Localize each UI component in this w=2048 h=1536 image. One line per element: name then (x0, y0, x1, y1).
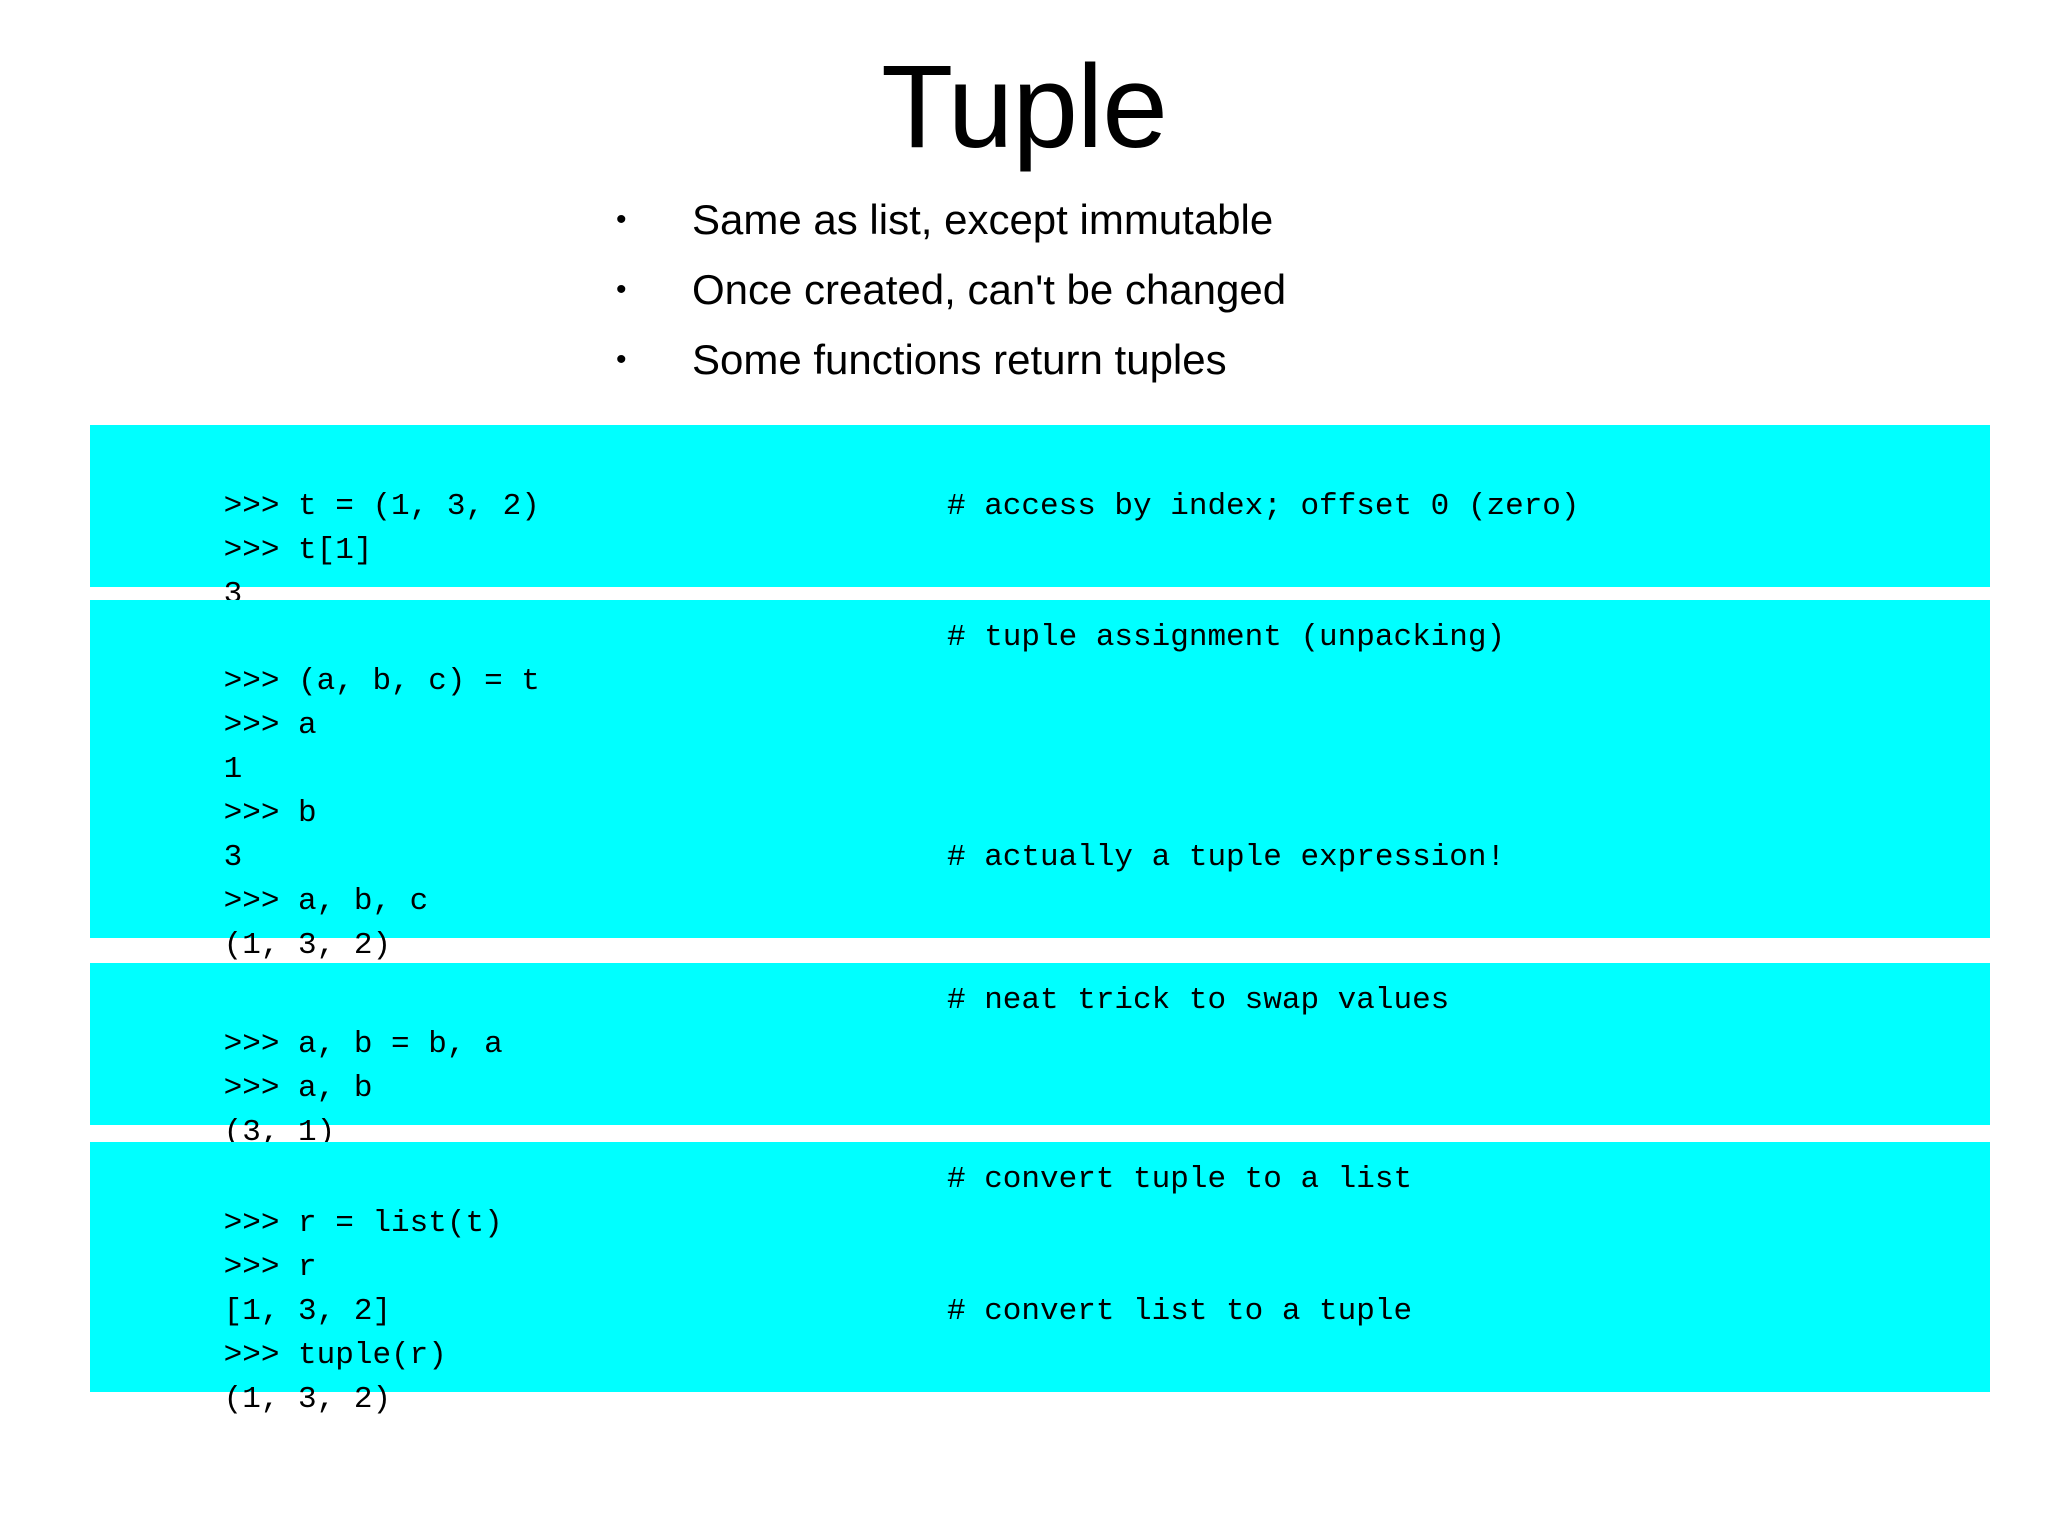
code-comment: # actually a tuple expression! (947, 840, 1506, 875)
code-statement: >>> a, b, c (223, 884, 429, 919)
code-line: 3 (112, 792, 1990, 875)
code-output: (1, 3, 2) (223, 928, 392, 963)
code-line: >>> a (112, 660, 1990, 743)
list-item: • Once created, can't be changed (610, 266, 1710, 336)
bullet-dot-icon: • (616, 203, 627, 236)
code-comment: # tuple assignment (unpacking) (947, 620, 1506, 655)
code-statement: >>> a, b (223, 1071, 373, 1106)
bullet-text: Once created, can't be changed (692, 266, 1287, 313)
code-output: 3 (223, 840, 243, 875)
code-line: >>> r (112, 1202, 1990, 1285)
code-statement: >>> t[1] (223, 533, 373, 568)
code-line: >>> a, b (112, 1023, 1990, 1106)
code-line: >>> a, b, c # actually a tuple expressio… (112, 836, 1990, 919)
bullet-list: • Same as list, except immutable • Once … (610, 196, 1710, 406)
code-line: >>> t = (1, 3, 2) (112, 441, 1990, 524)
bullet-dot-icon: • (616, 273, 627, 306)
code-block-swap: >>> a, b = b, a # neat trick to swap val… (90, 963, 1990, 1150)
code-statement: >>> r = list(t) (223, 1206, 503, 1241)
code-statement: >>> a, b = b, a (223, 1027, 503, 1062)
code-output: (1, 3, 2) (223, 1382, 392, 1417)
code-statement: >>> t = (1, 3, 2) (223, 489, 540, 524)
list-item: • Same as list, except immutable (610, 196, 1710, 266)
code-line: 1 (112, 704, 1990, 787)
code-statement: >>> (a, b, c) = t (223, 664, 540, 699)
bullet-text: Same as list, except immutable (692, 196, 1274, 243)
code-line: (3, 1) (112, 1067, 1990, 1150)
code-line: (1, 3, 2) (112, 1334, 1990, 1417)
code-line: (1, 3, 2) (112, 880, 1990, 963)
code-line: >>> b (112, 748, 1990, 831)
code-line: >>> t[1] # access by index; offset 0 (ze… (112, 485, 1990, 568)
code-line: >>> a, b = b, a # neat trick to swap val… (112, 979, 1990, 1062)
code-comment: # neat trick to swap values (947, 983, 1450, 1018)
code-line: [1, 3, 2] (112, 1246, 1990, 1329)
code-output: [1, 3, 2] (223, 1294, 392, 1329)
code-statement: >>> r (223, 1250, 317, 1285)
code-statement: >>> a (223, 708, 317, 743)
code-statement: >>> tuple(r) (223, 1338, 447, 1373)
code-comment: # convert tuple to a list (947, 1162, 1413, 1197)
code-line: >>> (a, b, c) = t # tuple assignment (un… (112, 616, 1990, 699)
list-item: • Some functions return tuples (610, 336, 1710, 406)
code-statement: >>> b (223, 796, 317, 831)
code-output: 1 (223, 752, 243, 787)
bullet-text: Some functions return tuples (692, 336, 1227, 383)
code-comment: # convert list to a tuple (947, 1294, 1413, 1329)
code-block-unpacking: >>> (a, b, c) = t # tuple assignment (un… (90, 600, 1990, 963)
code-comment: # access by index; offset 0 (zero) (947, 489, 1580, 524)
page-title: Tuple (881, 41, 1168, 173)
code-line: >>> r = list(t) # convert tuple to a lis… (112, 1158, 1990, 1241)
code-line: >>> tuple(r) # convert list to a tuple (112, 1290, 1990, 1373)
code-line: 3 (112, 529, 1990, 612)
code-block-conversion: >>> r = list(t) # convert tuple to a lis… (90, 1142, 1990, 1417)
code-block-indexing: >>> t = (1, 3, 2) >>> t[1] # access by i… (90, 425, 1990, 612)
bullet-dot-icon: • (616, 343, 627, 376)
